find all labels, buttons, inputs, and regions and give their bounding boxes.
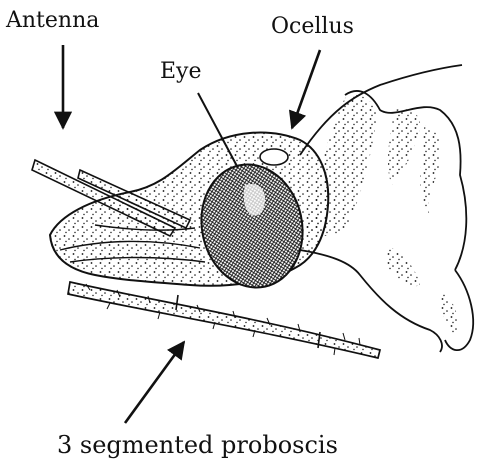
label-proboscis: 3 segmented proboscis <box>57 433 338 457</box>
proboscis-arrow <box>125 342 184 423</box>
label-ocellus: Ocellus <box>271 16 354 38</box>
ocellus-spot <box>260 149 288 165</box>
ocellus-arrow <box>292 50 320 128</box>
proboscis-drawing <box>68 282 380 358</box>
label-eye: Eye <box>160 61 202 83</box>
label-antenna: Antenna <box>6 10 99 32</box>
